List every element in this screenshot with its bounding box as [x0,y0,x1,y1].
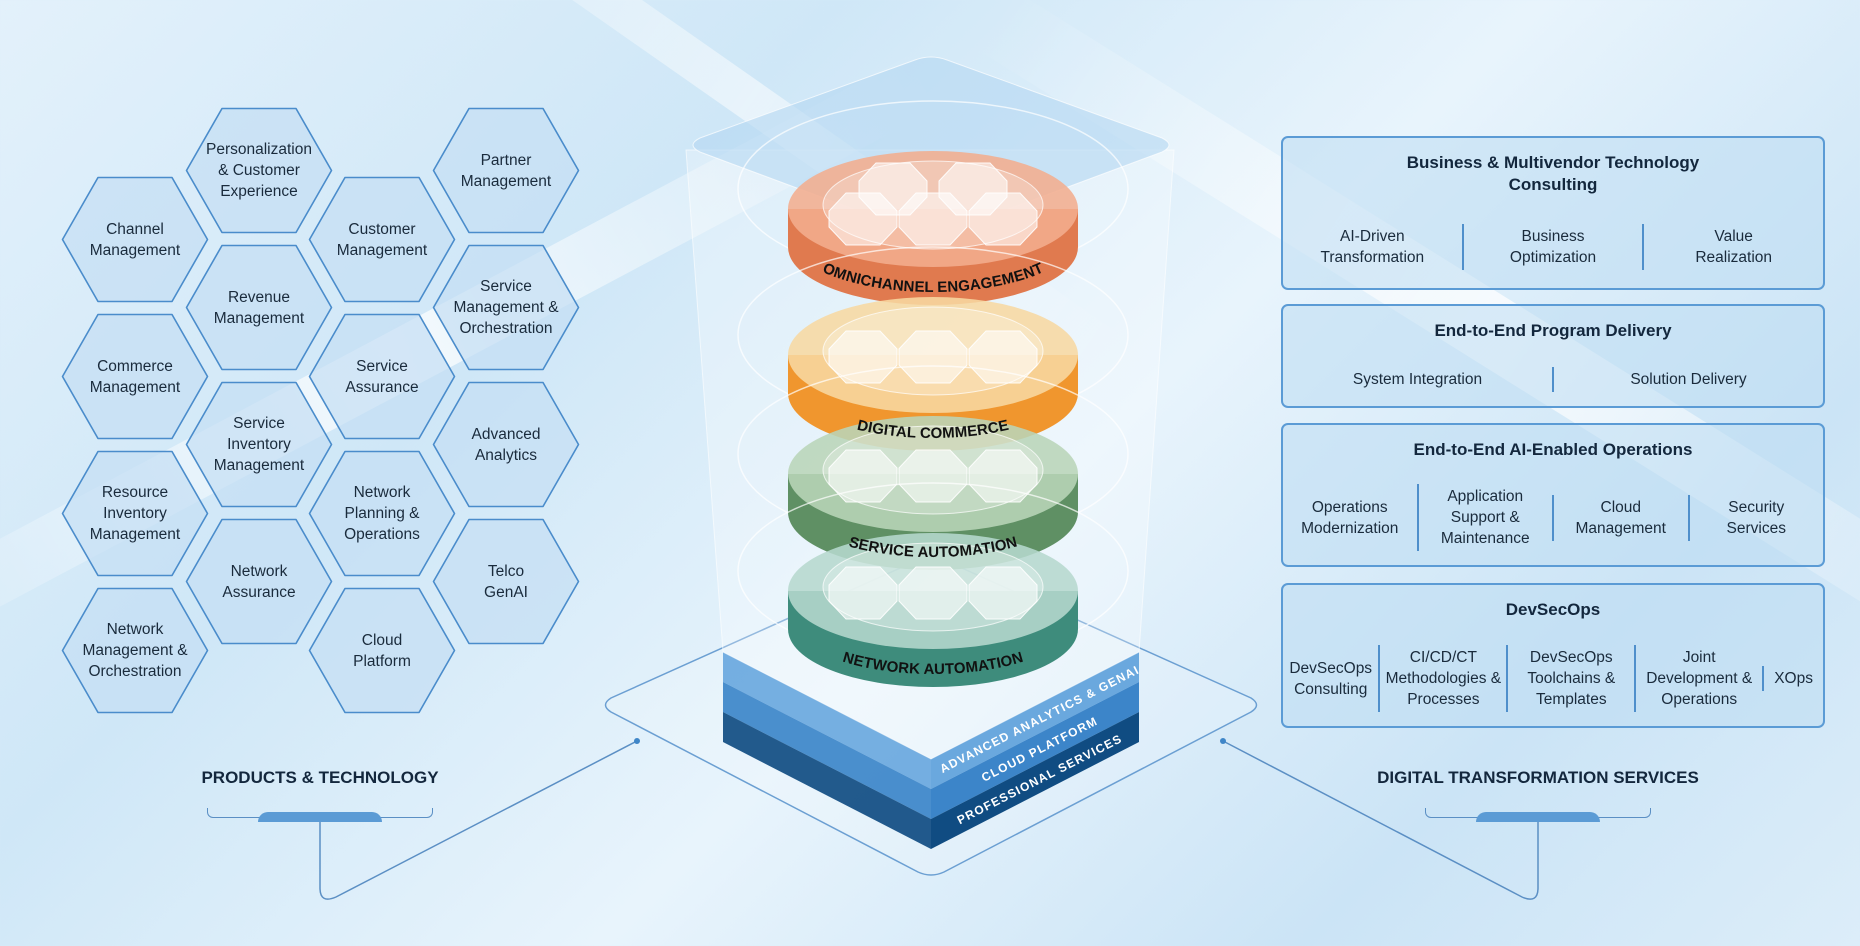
base-layer-left-face [723,682,931,819]
product-hex: Channel Management [61,176,209,303]
product-hex: Telco GenAI [432,518,580,645]
service-item: CI/CD/CT Methodologies & Processes [1378,645,1506,712]
hexagon-shape [432,244,580,371]
base-layer-right-face [931,682,1139,819]
icon-hex-block [828,330,898,384]
hexagon-shape [185,518,333,645]
hexagon-shape [185,107,333,234]
hexagon-shape [432,381,580,508]
icon-hex-block [898,330,968,384]
icon-hex-block [828,192,898,246]
products-title: PRODUCTS & TECHNOLOGY [201,768,439,787]
icon-hex-block [968,449,1038,503]
product-hex-label: Commerce Management [89,357,181,396]
hexagon-shape [432,107,580,234]
product-hex: Resource Inventory Management [61,450,209,577]
product-hex-label: Advanced Analytics [471,425,541,464]
hexagon-shape [61,450,209,577]
product-hex-label: Channel Management [89,220,181,259]
service-item: Operations Modernization [1301,498,1399,537]
service-box: Business & Multivendor Technology Consul… [1281,136,1825,290]
services-title: DIGITAL TRANSFORMATION SERVICES [1377,768,1699,787]
hexagon-shape [185,244,333,371]
service-box-title: DevSecOps [1505,600,1601,619]
icon-hex-block [968,330,1038,384]
product-hex-label: Personalization & Customer Experience [206,141,312,200]
product-hex-label: Cloud Platform [353,631,411,670]
hexagon-shape [61,176,209,303]
services-connector-line [1222,740,1539,900]
product-hex: Service Management & Orchestration [432,244,580,371]
product-hex: Cloud Platform [308,587,456,714]
service-box-title: Business & Multivendor Technology Consul… [1406,153,1700,194]
icon-hex-block [898,192,968,246]
service-item: XOps [1762,666,1823,691]
platform-outline [604,556,1258,876]
base-layer-right-face [931,712,1139,849]
service-item: DevSecOps Consulting [1289,659,1373,698]
products-bracket-tab [258,812,382,822]
product-hex: Network Planning & Operations [308,450,456,577]
service-item: Value Realization [1642,224,1823,270]
product-hex: Service Assurance [308,313,456,440]
service-item: AI-Driven Transformation [1320,228,1425,266]
icon-hex-block [898,566,968,620]
product-hex: Service Inventory Management [185,381,333,508]
icon-hex-block [898,449,968,503]
service-item: System Integration [1352,371,1483,388]
product-hex-label: Revenue Management [213,288,305,327]
product-hex: Partner Management [432,107,580,234]
service-item: Business Optimization [1461,224,1643,270]
products-connector-line [319,740,638,900]
connector-dot [634,738,640,744]
product-hex: Personalization & Customer Experience [185,107,333,234]
product-hex-label: Network Assurance [222,562,296,601]
icon-hex-block [828,566,898,620]
hexagon-shape [61,587,209,714]
service-item: Application Support & Maintenance [1416,484,1553,551]
product-hex-label: Customer Management [336,220,428,259]
product-hex-label: Service Assurance [345,357,419,396]
service-box-title: End-to-End Program Delivery [1434,321,1672,340]
hexagon-shape [185,381,333,508]
product-hex-label: Resource Inventory Management [89,484,181,543]
product-hex: Commerce Management [61,313,209,440]
product-hex-label: Service Management & Orchestration [453,278,559,337]
service-box-title: End-to-End AI-Enabled Operations [1413,440,1693,459]
hexagon-shape [308,450,456,577]
hexagon-shape [308,587,456,714]
service-item: DevSecOps Toolchains & Templates [1506,645,1634,712]
product-hex-label: Network Management & Orchestration [82,621,188,680]
base-layer-right-face [931,652,1139,789]
product-hex-label: Partner Management [460,151,552,190]
service-item: Solution Delivery [1552,367,1823,392]
product-hex-label: Service Inventory Management [213,415,305,474]
hexagon-shape [432,518,580,645]
product-hex-label: Network Planning & Operations [344,484,420,543]
icon-hex-block [968,192,1038,246]
product-hex: Advanced Analytics [432,381,580,508]
service-item: Joint Development & Operations [1634,645,1762,712]
services-bracket-tab [1476,812,1600,822]
base-layer-left-face [723,712,931,849]
product-hex: Customer Management [308,176,456,303]
connector-dot [1220,738,1226,744]
hexagon-shape [61,313,209,440]
hexagon-shape [308,176,456,303]
product-hex: Revenue Management [185,244,333,371]
product-hex-label: Telco GenAI [484,562,528,601]
product-hex: Network Management & Orchestration [61,587,209,714]
service-item: Security Services [1687,494,1824,541]
hexagon-shape [308,313,456,440]
icon-hex-block [968,566,1038,620]
base-layer-left-face [723,652,931,789]
service-item: Cloud Management [1552,494,1688,541]
product-hex: Network Assurance [185,518,333,645]
